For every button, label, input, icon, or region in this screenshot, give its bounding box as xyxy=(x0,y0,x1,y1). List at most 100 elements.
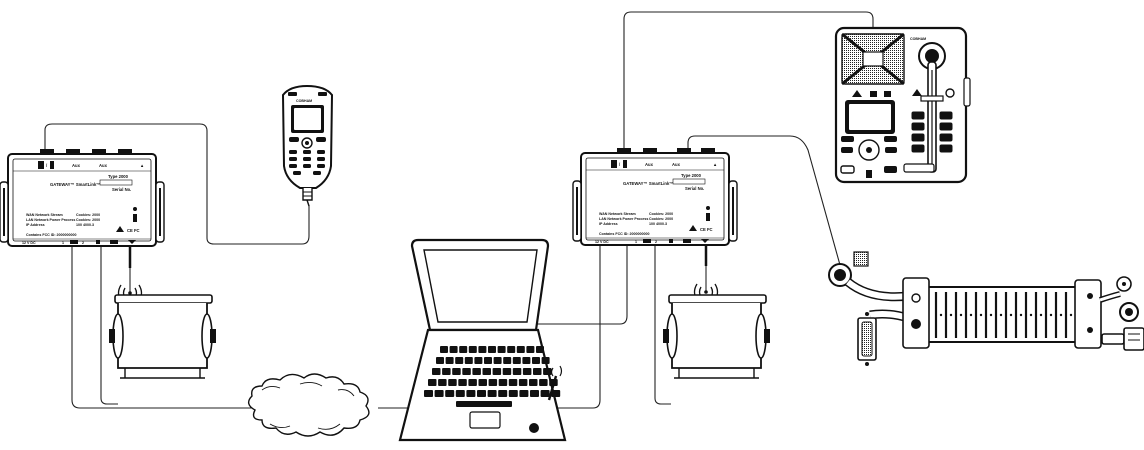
cable-gateway-right-to-console xyxy=(623,11,874,156)
gateway-code-line: Cookies: 2000 xyxy=(649,212,673,216)
gateway-cert-marks: CE FC xyxy=(127,228,140,233)
laptop-key xyxy=(532,357,540,364)
laptop-key xyxy=(472,368,481,375)
gateway-info-line: WAN Network Stream xyxy=(26,213,63,217)
laptop-key xyxy=(533,368,542,375)
gateway-model-label: GATEWAY™ SmartLink™ xyxy=(50,182,101,187)
heatsink-dot xyxy=(959,313,963,317)
laptop-key xyxy=(488,379,498,386)
heatsink-dot xyxy=(1029,313,1033,317)
laptop-key xyxy=(449,346,458,353)
laptop-key xyxy=(445,390,455,397)
heatsink-dot xyxy=(989,313,993,317)
heatsink-dot xyxy=(1019,313,1023,317)
gateway-code-line: Cookies: 2000 xyxy=(649,217,673,221)
laptop-key xyxy=(445,357,454,364)
gateway-left: / Aux Aux ▲ GATEWAY™ SmartLink™ Type 200… xyxy=(0,149,165,247)
laptop-key xyxy=(459,346,468,353)
heatsink-dot xyxy=(999,313,1003,317)
gateway-info-line: LAN Network Power Process xyxy=(26,218,75,222)
heatsink-dot xyxy=(949,313,953,317)
laptop-key xyxy=(455,390,465,397)
heatsink-dot xyxy=(969,313,973,317)
laptop-key xyxy=(543,368,552,375)
laptop-key xyxy=(507,346,516,353)
gateway-serial-label: Serial No. xyxy=(685,186,704,191)
gateway-type-label: Type 2000 xyxy=(681,173,702,178)
laptop-key xyxy=(518,379,528,386)
laptop-key xyxy=(458,379,467,386)
heatsink-dot xyxy=(1069,313,1073,317)
laptop-key xyxy=(516,346,525,353)
laptop-key xyxy=(432,368,441,375)
svg-text:▲: ▲ xyxy=(713,162,717,167)
laptop-key xyxy=(503,357,512,364)
cable-cloud-to-gateway-right xyxy=(378,244,601,409)
gateway-power-label: 12 V DC xyxy=(22,241,36,245)
laptop-key xyxy=(508,379,518,386)
laptop-key xyxy=(477,390,486,397)
handheld-controller: COBHAM xyxy=(281,84,334,207)
gateway-code-line: 100 4000.3 xyxy=(76,223,94,227)
laptop-key xyxy=(442,368,451,375)
laptop-key xyxy=(502,368,512,375)
laptop-key xyxy=(440,346,448,353)
laptop-spacebar xyxy=(456,401,512,407)
antenna-left xyxy=(117,246,143,302)
laptop-keyboard xyxy=(424,346,561,407)
laptop-key xyxy=(434,390,444,397)
heatsink-dot xyxy=(1009,313,1013,317)
laptop-key xyxy=(493,357,502,364)
laptop-key xyxy=(474,357,483,364)
handheld-brand: COBHAM xyxy=(296,99,312,103)
laptop-key xyxy=(488,346,496,353)
gateway-code-line: 100 4000.3 xyxy=(649,222,667,226)
gateway-model-label: GATEWAY™ SmartLink™ xyxy=(623,181,674,186)
console-brand: COBHAM xyxy=(910,37,926,41)
laptop-computer xyxy=(398,238,567,442)
laptop-key xyxy=(522,368,532,375)
laptop-key xyxy=(539,379,548,386)
cables xyxy=(44,11,874,409)
heatsink-dot xyxy=(1039,313,1043,317)
laptop-key xyxy=(468,379,477,386)
gateway-info-line: IP Address xyxy=(599,222,618,226)
cable-gateway-right-to-controller xyxy=(687,135,841,266)
laptop-key xyxy=(498,379,508,386)
radio-device-right xyxy=(663,294,770,379)
port-label-aux-2: Aux xyxy=(672,162,681,167)
laptop-key xyxy=(464,357,473,364)
cable-laptop-to-gateway-right xyxy=(512,244,628,325)
laptop-key xyxy=(530,390,539,397)
laptop-key xyxy=(468,346,477,353)
gateway-info-line: LAN Network Power Process xyxy=(599,217,648,221)
laptop-key xyxy=(498,390,508,397)
gateway-port-number: 2 xyxy=(82,241,84,245)
laptop-key xyxy=(478,346,487,353)
laptop-key xyxy=(519,390,529,397)
laptop-key xyxy=(455,357,464,364)
svg-text:/: / xyxy=(46,163,48,168)
gateway-code-line: Cookies: 2000 xyxy=(76,218,100,222)
gateway-code-line: Cookies: 2000 xyxy=(76,213,100,217)
port-label-aux-1: Aux xyxy=(645,162,654,167)
motor-controller xyxy=(828,251,1144,366)
svg-text:/: / xyxy=(619,162,621,167)
port-label-aux-1: Aux xyxy=(72,163,81,168)
heatsink-dot xyxy=(1049,313,1053,317)
port-label-aux-2: Aux xyxy=(99,163,108,168)
cable-gateway-left-to-handheld xyxy=(44,123,310,245)
laptop-key xyxy=(482,368,491,375)
laptop-key xyxy=(512,357,521,364)
heatsink-dot xyxy=(939,313,943,317)
gateway-power-label: 12 V DC xyxy=(595,240,609,244)
laptop-key xyxy=(536,346,544,353)
laptop-key xyxy=(428,379,437,386)
gateway-port-number: 1 xyxy=(635,240,637,244)
laptop-key xyxy=(551,390,561,397)
cloud-network-icon xyxy=(247,373,370,437)
gateway-port-number: 2 xyxy=(655,240,657,244)
gateway-port-number: 1 xyxy=(62,241,64,245)
laptop-key xyxy=(492,368,502,375)
gateway-cert-marks: CE FC xyxy=(700,227,713,232)
